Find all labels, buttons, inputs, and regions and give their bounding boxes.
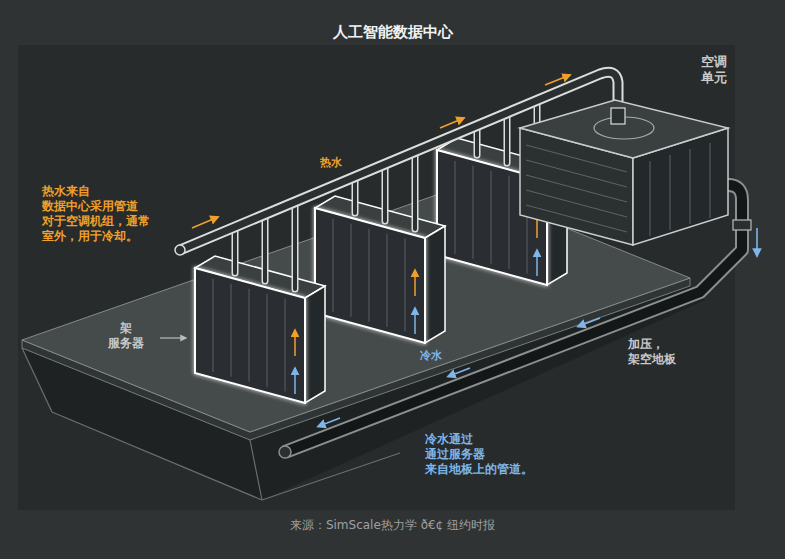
callout-hot-water: 热水来自 数据中心采用管道 对于空调机组，通常 室外，用于冷却。 [42,184,212,244]
title: 人工智能数据中心 [0,23,785,42]
hot-water-label: 热水 [320,155,342,170]
raised-floor-label: 加压， 架空地板 [628,337,718,367]
caption: 来源：SimScale热力学 ð€¢ 纽约时报 [0,517,785,534]
ac-unit-label: 空调 单元 [686,54,742,86]
cold-water-label: 冷水 [420,348,442,363]
callout-cold-water: 冷水通过 通过服务器 来自地板上的管道。 [425,432,595,477]
rack-label: 架 服务器 [96,321,156,351]
